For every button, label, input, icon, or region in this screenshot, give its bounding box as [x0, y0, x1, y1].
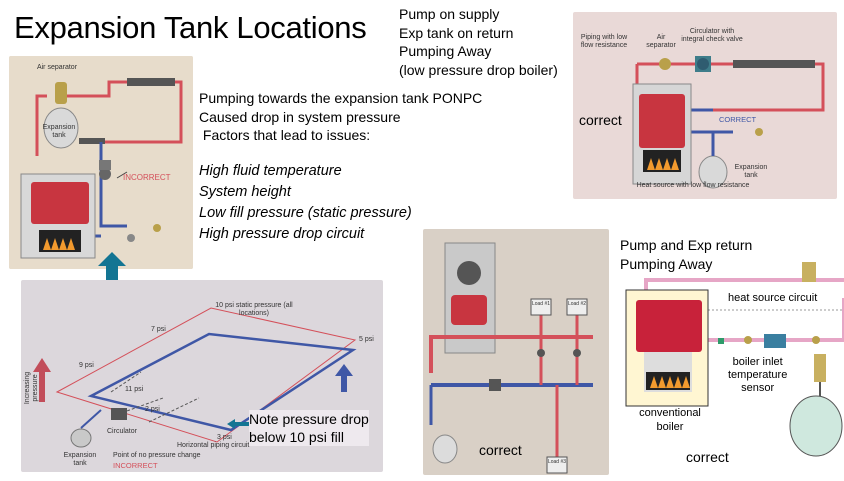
top-notes: Pump on supply Exp tank on return Pumpin… [399, 5, 558, 79]
label-incorrect: INCORRECT [123, 173, 171, 182]
label-piping: Piping with low flow resistance [580, 34, 628, 49]
diagram-boiler: heat source circuit boiler inlet tempera… [616, 260, 844, 481]
sensor-line: sensor [741, 382, 775, 394]
note-pressure-drop: Note pressure drop below 10 psi fill [249, 410, 369, 446]
label-no-pressure-change: Point of no pressure change [113, 452, 201, 459]
label-horizontal-circuit: Horizontal piping circuit [177, 442, 250, 449]
note-line: Pump and Exp return [620, 237, 753, 253]
label-heat-source: Heat source with low flow resistance [636, 182, 750, 189]
label-static-pressure: 10 psi static pressure (all locations) [215, 302, 293, 317]
photo-pressure-diagram: 10 psi static pressure (all locations) 7… [21, 280, 383, 472]
factor-item: System height [199, 184, 291, 200]
note-line: Pumping Away [399, 43, 492, 59]
middle-notes: Pumping towards the expansion tank PONPC… [199, 89, 482, 145]
caption-correct: correct [579, 112, 622, 128]
boiler-line: boiler [656, 421, 684, 433]
label-expansion-tank: Expansion tank [63, 452, 97, 467]
label-air-separator: Air separator [36, 64, 78, 71]
label-expansion-tank: Expansion tank [734, 164, 768, 179]
label-load3: Load #3 [547, 459, 567, 465]
note-line: Pump on supply [399, 6, 500, 22]
note-line: Pumping towards the expansion tank PONPC [199, 90, 483, 106]
label-circulator: Circulator with integral check valve [681, 28, 743, 43]
caption-correct: correct [686, 449, 729, 465]
factor-item: High fluid temperature [199, 163, 342, 179]
label-conventional-boiler: conventional boiler [628, 406, 712, 434]
slide-title: Expansion Tank Locations [14, 10, 367, 45]
label-circulator: Circulator [107, 428, 137, 435]
label-air-separator: Air separator [646, 34, 676, 49]
boiler-line: conventional [639, 407, 701, 419]
note-line: (low pressure drop boiler) [399, 61, 558, 78]
label-3psi: 3 psi [217, 434, 232, 441]
boiler-drawing [625, 262, 844, 457]
caption-correct: correct [479, 442, 522, 458]
sensor-line: boiler inlet [732, 356, 783, 368]
label-7psi: 7 psi [151, 326, 166, 333]
label-9psi: 9 psi [79, 362, 94, 369]
label-load2: Load #2 [567, 301, 587, 307]
correct-circuit-drawing [573, 12, 837, 199]
sensor-line: temperature [728, 369, 788, 381]
arrow-left-icon [227, 416, 251, 429]
factor-item: High pressure drop circuit [199, 226, 365, 242]
label-correct-status: CORRECT [719, 115, 757, 124]
note-line: below 10 psi fill [249, 429, 344, 445]
label-heat-source-circuit: heat source circuit [728, 292, 818, 304]
note-line: Factors that lead to issues: [199, 127, 371, 143]
bottom-right-notes: Pump and Exp return Pumping Away [620, 236, 752, 273]
label-boiler-inlet-sensor: boiler inlet temperature sensor [728, 356, 787, 395]
note-line: Caused drop in system pressure [199, 108, 401, 125]
label-2psi: 2 psi [145, 406, 160, 413]
label-load1: Load #1 [531, 301, 551, 307]
label-increasing-pressure: Increasing pressure [24, 371, 39, 405]
note-line: Pumping Away [620, 255, 713, 272]
photo-incorrect-circuit: Air separator Expansion tank INCORRECT [9, 56, 193, 269]
label-incorrect: INCORRECT [113, 461, 158, 470]
label-11psi: 11 psi [125, 386, 144, 393]
label-expansion-tank: Expansion tank [42, 124, 76, 139]
factors-list: High fluid temperature System height Low… [199, 161, 412, 245]
loads-circuit-drawing [423, 229, 609, 475]
factor-item: Low fill pressure (static pressure) [199, 205, 412, 221]
note-line: Note pressure drop [249, 411, 369, 427]
photo-correct-circuit: Piping with low flow resistance Air sepa… [573, 12, 837, 199]
photo-loads-circuit: Load #1 Load #2 Load #3 correct [423, 229, 609, 475]
label-5psi: 5 psi [359, 336, 374, 343]
note-line: Exp tank on return [399, 24, 514, 41]
incorrect-circuit-drawing [9, 56, 193, 269]
